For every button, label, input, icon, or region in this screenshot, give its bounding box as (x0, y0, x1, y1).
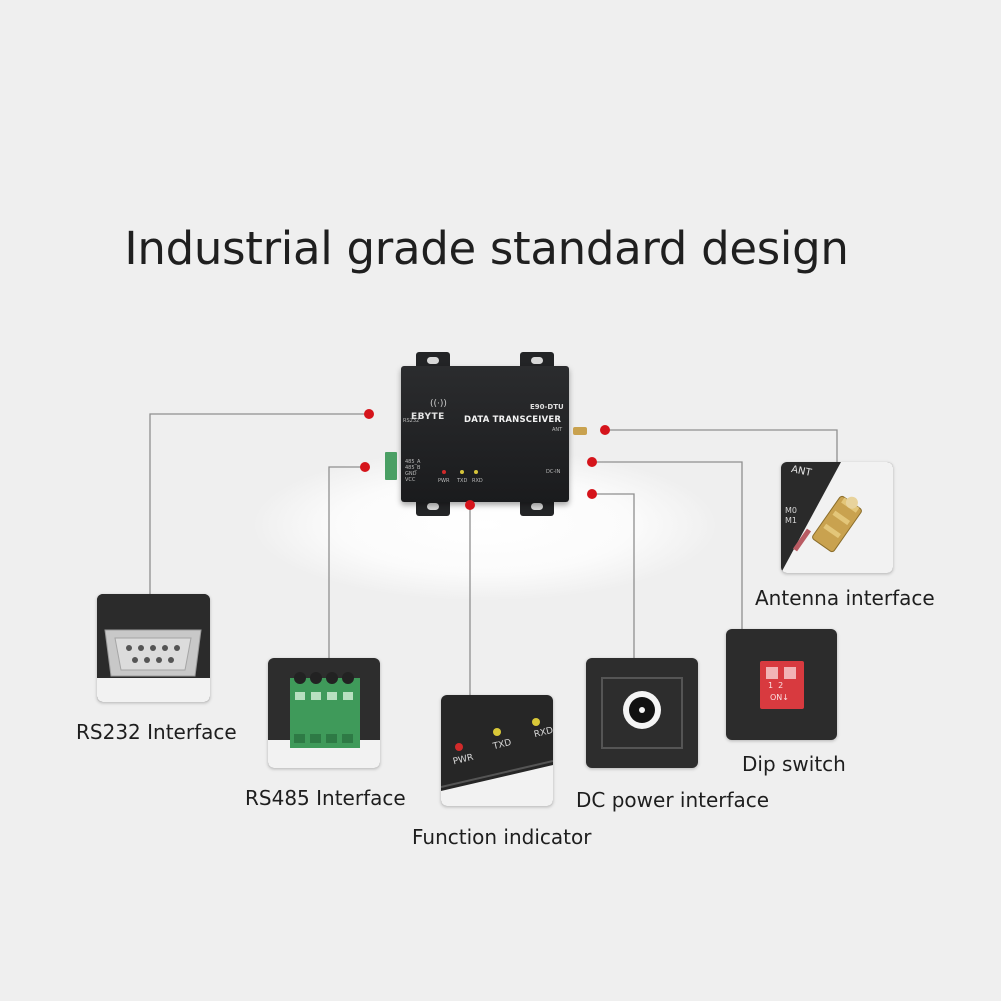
antenna-connector (573, 427, 587, 435)
rs232-panel (97, 594, 210, 702)
line-rs485 (328, 466, 365, 658)
dot-dc (587, 489, 597, 499)
rs232-label: RS232 Interface (76, 720, 237, 744)
dip-switch-icon (760, 661, 804, 709)
rs485-terminal-block (385, 452, 397, 480)
terminal-label-gnd: GND (405, 471, 417, 477)
line-antenna (605, 429, 838, 462)
dot-dip (587, 457, 597, 467)
device-body: ((·)) EBYTE E90-DTU DATA TRANSCEIVER RS2… (401, 366, 569, 502)
indicator-panel: PWR TXD RXD (441, 695, 553, 806)
terminal-label-vcc: VCC (405, 477, 416, 483)
antenna-panel: ANT M0 M1 (781, 462, 893, 573)
rxd-led (474, 470, 478, 474)
pwr-led (442, 470, 446, 474)
data-transceiver-device: ((·)) EBYTE E90-DTU DATA TRANSCEIVER RS2… (385, 352, 587, 517)
dot-rs232 (364, 409, 374, 419)
rs485-label: RS485 Interface (245, 786, 406, 810)
dc-in-label: DC-IN (546, 469, 561, 475)
dip-numbers: 1 2 (768, 681, 784, 690)
indicator-label: Function indicator (412, 825, 592, 849)
rs485-panel (268, 658, 380, 768)
terminal-block-icon (268, 672, 380, 768)
db9-connector-icon (97, 594, 210, 702)
line-dc (592, 493, 635, 658)
dip-on-text: ON↓ (770, 693, 789, 702)
device-model: E90-DTU (530, 403, 564, 411)
page-title: Industrial grade standard design (124, 222, 849, 275)
mounting-ear-top-right (520, 352, 554, 370)
dip-panel: 1 2 ON↓ (726, 629, 837, 740)
antenna-m1-text: M1 (785, 516, 797, 525)
txd-led (460, 470, 464, 474)
dot-indicator (465, 500, 475, 510)
device-name: DATA TRANSCEIVER (464, 415, 562, 425)
mounting-ear-bottom-right (520, 498, 554, 516)
rs232-port-label: RS232 (403, 418, 420, 424)
antenna-label: Antenna interface (755, 586, 935, 610)
terminal-label-a: 485_A (405, 459, 421, 465)
dot-rs485 (360, 462, 370, 472)
terminal-label-b: 485_B (405, 465, 421, 471)
wireless-icon: ((·)) (430, 399, 447, 409)
mounting-ear-top-left (416, 352, 450, 370)
dc-label: DC power interface (576, 788, 770, 812)
mounting-ear-bottom-left (416, 498, 450, 516)
device-brand: EBYTE (411, 412, 445, 422)
pwr-led-label: PWR (438, 478, 450, 484)
antenna-m0-text: M0 (785, 506, 797, 515)
led-indicator-icon (441, 718, 553, 806)
dc-panel (586, 658, 698, 768)
line-dip (592, 461, 743, 629)
rxd-led-label: RXD (472, 478, 483, 484)
line-rs232 (149, 413, 369, 594)
antenna-connector-icon (781, 462, 893, 573)
dc-jack-icon (601, 677, 683, 749)
txd-led-label: TXD (457, 478, 468, 484)
dot-antenna (600, 425, 610, 435)
ant-port-label: ANT (552, 427, 563, 433)
dip-label: Dip switch (742, 752, 846, 776)
